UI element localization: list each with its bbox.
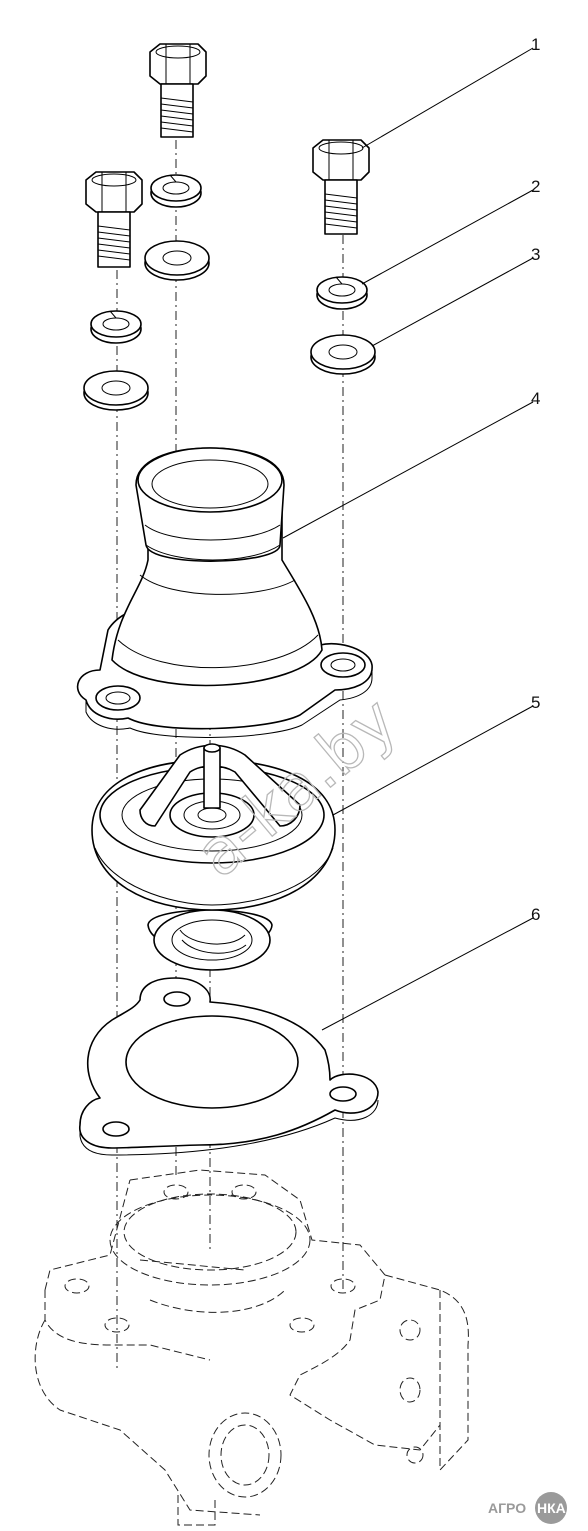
spring-washer-right (316, 276, 368, 310)
gasket (79, 977, 379, 1156)
callout-labels: 1 2 3 4 5 6 (531, 35, 540, 924)
logo-badge-text: НКА (537, 1500, 566, 1516)
callout-3: 3 (531, 245, 540, 264)
logo-badge-icon (535, 1492, 567, 1524)
leader-lines (282, 47, 534, 1031)
callout-6: 6 (531, 905, 540, 924)
agronka-logo: АГРО НКА (488, 1492, 567, 1524)
spring-washer-left (90, 310, 142, 344)
callout-2: 2 (531, 177, 540, 196)
logo-text: АГРО (488, 1500, 526, 1516)
spring-washer-center (150, 174, 202, 208)
callout-4: 4 (531, 389, 540, 408)
bolt-left (85, 171, 143, 268)
thermostat-cover (76, 447, 373, 738)
thermostat (91, 743, 336, 971)
callout-1: 1 (531, 35, 540, 54)
flat-washer-center (144, 240, 210, 281)
flat-washer-left (83, 370, 149, 411)
bolt-right (312, 139, 370, 235)
callout-5: 5 (531, 693, 540, 712)
engine-housing-outline (34, 1169, 469, 1526)
bolt-center (149, 43, 207, 138)
flat-washer-right (310, 334, 376, 375)
